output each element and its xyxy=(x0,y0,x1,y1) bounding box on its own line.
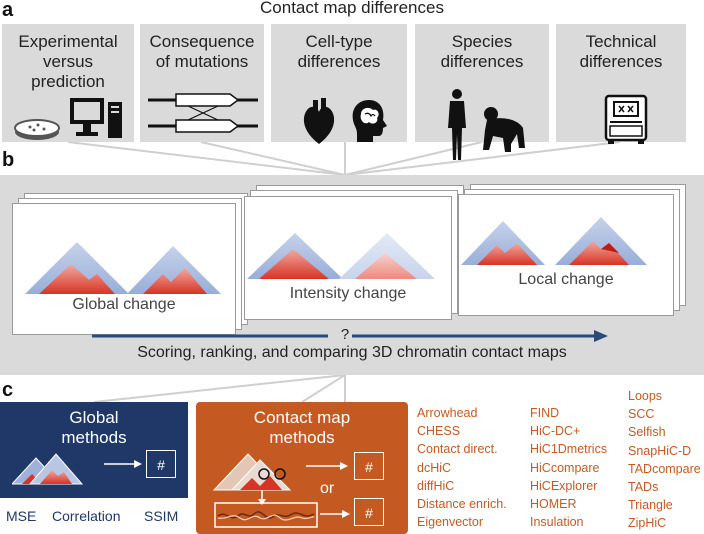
arrow-down-icon xyxy=(258,490,266,505)
tool-list-column-3: Loops SCC Selfish SnapHiC-D TADcompare T… xyxy=(628,387,701,533)
sequencer-machine-icon xyxy=(604,94,648,144)
brain-head-icon xyxy=(352,100,387,142)
category-label: Species differences xyxy=(440,32,524,71)
card-intensity-change: Intensity change xyxy=(244,196,452,320)
ape-icon xyxy=(483,107,525,152)
tool-name: HiCExplorer xyxy=(530,478,598,493)
global-methods-title: Global xyxy=(69,408,119,427)
category-consequence-of-mutations: Consequence of mutations xyxy=(140,24,264,142)
tool-name: SnapHiC-D xyxy=(628,443,692,458)
card-global-change: Global change xyxy=(12,203,236,335)
tool-list-column-1: Arrowhead CHESS Contact direct. dcHiC di… xyxy=(417,404,507,531)
computer-icon xyxy=(70,98,122,138)
scoring-arrow xyxy=(92,330,608,342)
contact-map-methods-title: Contact map xyxy=(253,408,351,427)
tool-name: TADcompare xyxy=(628,461,701,476)
tool-name: TADs xyxy=(628,480,659,495)
contact-map-pair xyxy=(247,233,435,279)
heart-icon xyxy=(303,98,335,144)
panel-a-letter: a xyxy=(2,0,14,21)
panel-c-letter: c xyxy=(2,379,14,401)
card-local-change: Local change xyxy=(458,194,674,316)
tool-name: HiC1Dmetrics xyxy=(530,442,608,457)
contact-map-methods-title: methods xyxy=(269,428,335,447)
arrow-right-icon xyxy=(104,460,142,468)
category-label: Cell-type differences xyxy=(297,32,381,71)
tool-name: Insulation xyxy=(530,515,584,530)
contact-map-pair xyxy=(25,242,221,294)
tool-name: SCC xyxy=(628,407,655,422)
global-methods-box: Global methods # xyxy=(0,402,188,498)
tool-name: Distance enrich. xyxy=(417,497,507,512)
category-label: Experimental versus prediction xyxy=(18,32,118,91)
tool-name: HiC-DC+ xyxy=(530,424,581,439)
score-output-bottom: # xyxy=(354,498,384,526)
score-output: # xyxy=(146,450,176,478)
tool-name: Contact direct. xyxy=(417,442,498,457)
category-technical-differences: Technical differences xyxy=(556,24,686,144)
scoring-caption: Scoring, ranking, and comparing 3D chrom… xyxy=(137,344,567,361)
global-methods-title: methods xyxy=(61,428,127,447)
arrow-right-icon xyxy=(320,510,350,518)
chromosome-inversion-icon xyxy=(148,93,258,133)
panel-b-letter: b xyxy=(2,149,15,171)
signal-track-icon xyxy=(214,502,318,528)
tool-name: HOMER xyxy=(530,497,577,512)
tool-name: ZipHiC xyxy=(628,516,667,531)
category-species-differences: Species differences xyxy=(415,24,549,160)
question-mark: ? xyxy=(340,326,350,343)
stacked-maps-icon xyxy=(12,453,84,485)
tool-name: diffHiC xyxy=(417,478,455,493)
category-label: Technical differences xyxy=(579,32,663,71)
category-cell-type-differences: Cell-type differences xyxy=(271,24,407,144)
tool-list-column-2: FIND HiC-DC+ HiC1Dmetrics HiCcompare HiC… xyxy=(530,404,607,531)
category-label: Consequence of mutations xyxy=(149,32,255,71)
tool-name: Loops xyxy=(628,389,663,403)
change-label: Local change xyxy=(518,271,614,288)
or-connector: or xyxy=(320,480,335,497)
tool-name: CHESS xyxy=(417,424,461,439)
change-label: Intensity change xyxy=(289,285,407,302)
metric-mse: MSE xyxy=(6,508,37,524)
petri-dish-icon xyxy=(14,119,60,140)
tool-name: Selfish xyxy=(628,425,666,440)
human-icon xyxy=(448,89,466,160)
category-experimental-vs-prediction: Experimental versus prediction xyxy=(2,24,134,142)
score-output-top: # xyxy=(354,452,384,480)
contact-map-feature-icon xyxy=(212,453,292,491)
tool-name: Triangle xyxy=(628,498,673,513)
metric-correlation: Correlation xyxy=(52,508,121,524)
arrow-right-icon xyxy=(306,462,348,470)
change-label: Global change xyxy=(72,296,176,313)
contact-map-methods-box: Contact map methods # or # xyxy=(196,402,408,534)
panel-a-title: Contact map differences xyxy=(260,0,444,17)
tool-name: HiCcompare xyxy=(530,460,600,475)
tool-name: Eigenvector xyxy=(417,515,484,530)
tool-name: Arrowhead xyxy=(417,406,478,420)
tool-name: dcHiC xyxy=(417,460,452,475)
contact-map-pair xyxy=(461,217,647,265)
tool-name: FIND xyxy=(530,406,560,420)
metric-ssim: SSIM xyxy=(144,508,179,524)
